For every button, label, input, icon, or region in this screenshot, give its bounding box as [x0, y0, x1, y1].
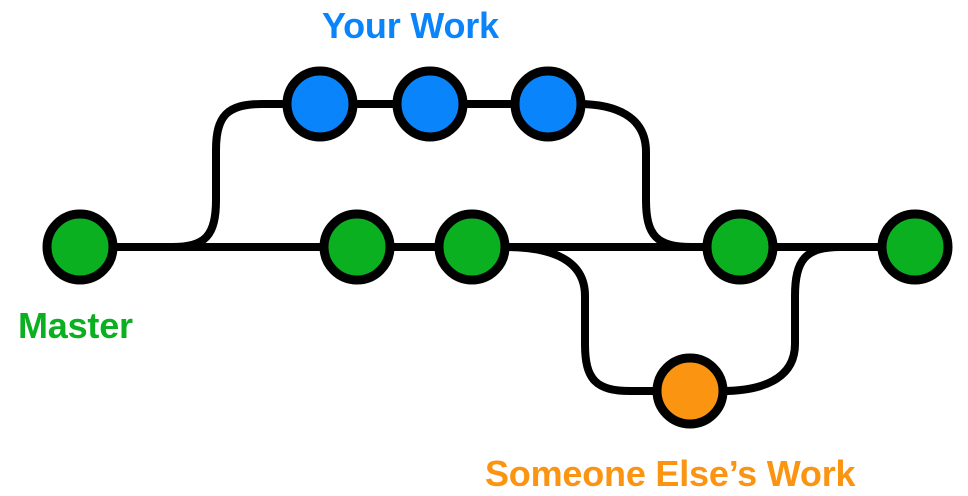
commit-node-m5[interactable]	[877, 209, 953, 285]
commit-node-m1[interactable]	[42, 209, 118, 285]
commit-node-m3[interactable]	[434, 209, 510, 285]
commit-node-m4[interactable]	[702, 209, 778, 285]
commit-node-m2[interactable]	[319, 209, 395, 285]
branch-label-master: Master	[18, 305, 133, 346]
branch-edge-someone-else-merge-in	[718, 243, 872, 395]
branch-edge-your-work-merge-in	[574, 100, 716, 251]
branch-edge-someone-else-branch-out	[501, 243, 664, 395]
branch-label-your-work: Your Work	[322, 5, 500, 46]
commit-node-b3[interactable]	[510, 66, 586, 142]
branch-label-someone-else-work: Someone Else’s Work	[485, 453, 857, 494]
commit-node-b1[interactable]	[282, 66, 358, 142]
commit-nodes-layer	[42, 66, 953, 429]
branch-edge-your-work-branch-out	[168, 100, 294, 251]
commit-node-o1[interactable]	[652, 353, 728, 429]
commit-node-b2[interactable]	[392, 66, 468, 142]
